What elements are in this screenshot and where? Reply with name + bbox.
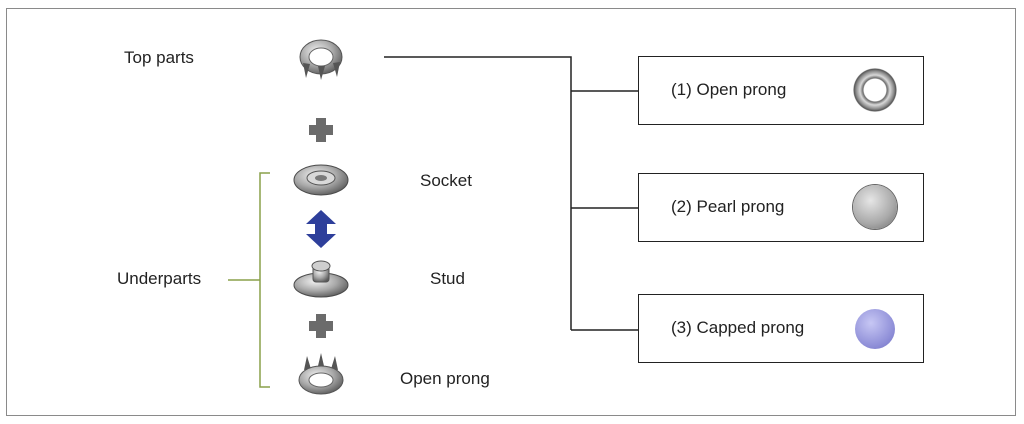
option-box-capped-prong: (3) Capped prong — [638, 294, 924, 363]
open-prong-ring-icon — [853, 68, 897, 112]
option-label: (1) Open prong — [671, 80, 787, 99]
option-label: (3) Capped prong — [671, 318, 805, 337]
top-prong-ring-icon — [299, 39, 343, 80]
top-parts-label: Top parts — [124, 48, 194, 67]
double-arrow-icon — [306, 210, 336, 248]
underparts-label: Underparts — [117, 269, 202, 288]
option-label: (2) Pearl prong — [671, 197, 785, 216]
option-box-pearl-prong: (2) Pearl prong — [638, 173, 924, 242]
connector-lines — [384, 56, 638, 331]
diagram-frame — [6, 8, 1016, 416]
socket-label: Socket — [420, 171, 472, 190]
open-prong-icon — [298, 353, 344, 395]
capped-dome-icon — [855, 309, 895, 349]
open-prong-label: Open prong — [400, 369, 490, 388]
stud-icon — [293, 260, 349, 298]
option-box-open-prong: (1) Open prong — [638, 56, 924, 125]
plus-icon — [309, 118, 333, 142]
socket-icon — [293, 164, 349, 196]
stud-label: Stud — [430, 269, 465, 288]
pearl-dome-icon — [853, 185, 897, 229]
plus-icon — [309, 314, 333, 338]
underparts-bracket — [228, 172, 270, 388]
